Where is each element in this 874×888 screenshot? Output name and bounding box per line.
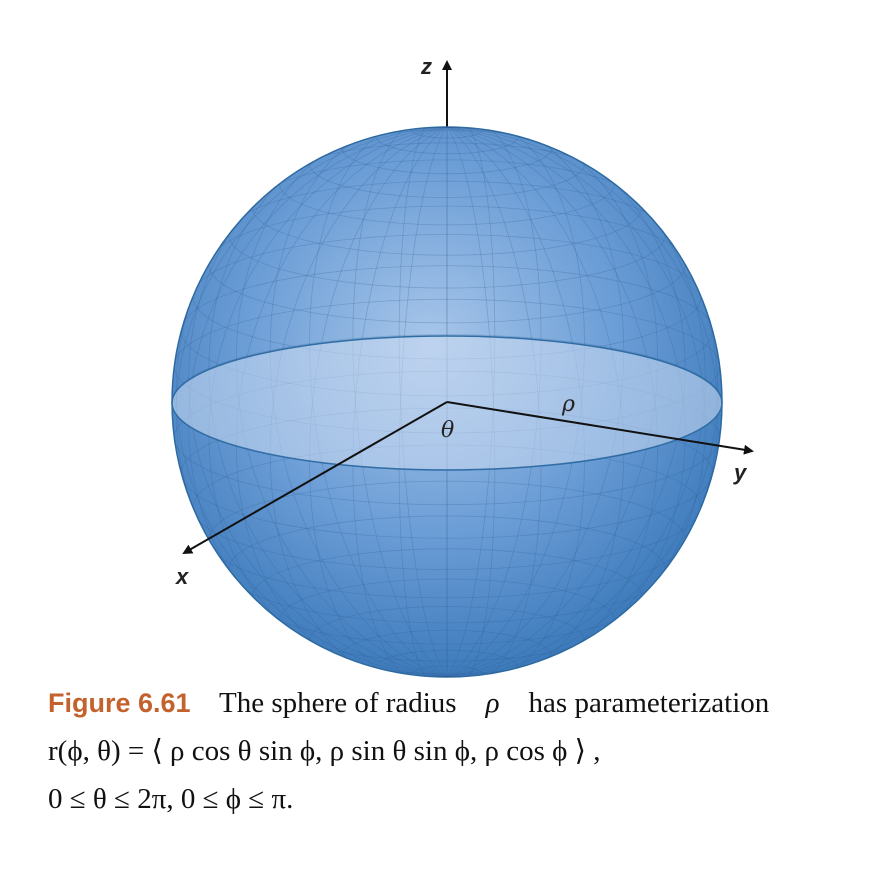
caption-rho-symbol: ρ <box>485 687 500 719</box>
latitude-line <box>309 129 585 198</box>
y-axis <box>446 401 754 455</box>
longitude-line <box>446 127 542 677</box>
caption-domain: 0 ≤ θ ≤ 2π, 0 ≤ ϕ ≤ π. <box>48 783 294 815</box>
figure-label: Figure 6.61 <box>48 688 191 718</box>
caption-text: The sphere of radius <box>219 687 457 719</box>
z-axis-label: z <box>420 54 432 79</box>
rho-label: ρ <box>561 392 575 417</box>
latitude-line <box>252 548 642 645</box>
caption-text-end: has parameterization <box>528 687 770 719</box>
y-axis-label: y <box>733 460 748 485</box>
x-axis-label: x <box>175 564 189 589</box>
latitude-line <box>309 606 585 675</box>
caption-parameterization: r(ϕ, θ) = ⟨ ρ cos θ sin ϕ, ρ sin θ sin ϕ… <box>48 735 601 767</box>
latitude-line <box>252 159 642 256</box>
x-axis <box>182 401 448 554</box>
longitude-line <box>352 127 448 677</box>
theta-label: θ <box>441 418 454 443</box>
latitude-line <box>375 649 519 677</box>
latitude-line <box>341 127 553 175</box>
caption-line-1: Figure 6.61 The sphere of radius ρ has p… <box>48 686 769 720</box>
sphere-diagram: z y x θ ρ <box>171 54 754 678</box>
longitude-line <box>446 127 496 677</box>
latitude-line <box>228 515 666 624</box>
latitude-line <box>208 205 686 324</box>
longitude-line <box>398 127 448 677</box>
